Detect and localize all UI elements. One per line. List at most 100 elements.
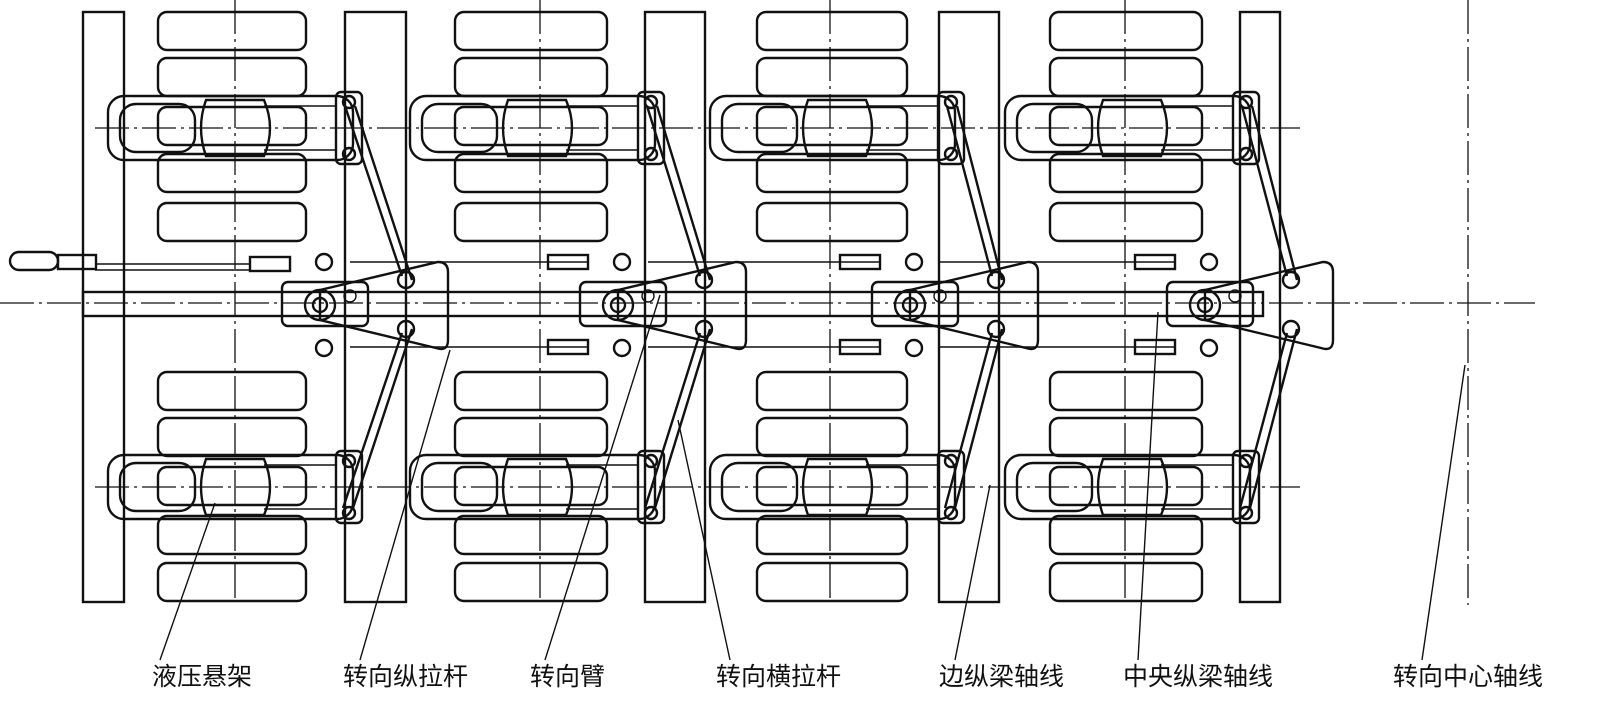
bracket-eye	[612, 338, 632, 358]
tire	[755, 370, 909, 412]
suspension-piston	[1096, 98, 1169, 158]
leader-line	[677, 419, 731, 661]
leader-line	[544, 294, 661, 661]
front-link-eye	[8, 250, 60, 272]
suspension-piston	[199, 98, 272, 158]
steering-arm-mount	[1165, 280, 1255, 328]
steering-arm-pin	[609, 296, 627, 314]
tire	[755, 416, 909, 458]
suspension-cylinder	[720, 102, 799, 154]
tire	[453, 10, 609, 52]
tire	[156, 152, 308, 194]
steering-arm-assembly	[578, 105, 882, 509]
label-steering-drag-link: 转向纵拉杆	[343, 662, 469, 691]
tire	[1048, 201, 1204, 243]
suspension-piston	[199, 457, 272, 517]
suspension-cylinder	[420, 461, 499, 513]
tire	[755, 56, 909, 98]
label-steering-center-axis: 转向中心轴线	[1393, 662, 1544, 691]
suspension-piston	[501, 98, 574, 158]
tire	[156, 416, 308, 458]
tie-rod-joint	[1281, 270, 1301, 290]
bracket-eye	[612, 252, 632, 272]
tire	[755, 152, 909, 194]
pivot-pin	[643, 453, 659, 469]
tire	[755, 201, 909, 243]
bracket-eye	[1199, 338, 1219, 358]
steering-tie-rod-lower	[1238, 332, 1289, 509]
pivot-pin	[643, 505, 659, 521]
bracket-eye	[904, 338, 924, 358]
suspension-cylinder	[420, 102, 499, 154]
tire	[453, 465, 609, 507]
steering-tie-rod-lower	[1248, 328, 1299, 509]
steering-arm-mount	[870, 280, 960, 328]
rod-sleeve	[1133, 253, 1177, 271]
steering-arm-pin	[901, 296, 919, 314]
label-steering-arm: 转向臂	[530, 662, 606, 691]
tire	[156, 56, 308, 98]
steering-tie-rod-upper	[655, 105, 712, 281]
tie-rod-joint	[694, 270, 714, 290]
side-beam	[343, 10, 408, 604]
pivot-pin	[1238, 505, 1254, 521]
tie-rod-joint	[396, 319, 416, 339]
tire	[1048, 465, 1204, 507]
steering-tie-rod-upper	[353, 105, 414, 281]
leader-line	[359, 349, 451, 661]
tire	[1048, 514, 1204, 556]
bracket-eye	[314, 252, 334, 272]
label-hydraulic-suspension: 液压悬架	[152, 662, 253, 691]
steering-arm	[1203, 260, 1335, 351]
leader-line	[954, 484, 991, 661]
tire	[1048, 10, 1204, 52]
tire	[755, 561, 909, 603]
hydraulic-suspension-unit	[106, 449, 364, 525]
suspension-piston	[801, 457, 874, 517]
bracket-eye	[904, 252, 924, 272]
tire	[755, 514, 909, 556]
rod-sleeve	[838, 253, 882, 271]
steering-arm-pin	[311, 296, 329, 314]
front-link-sleeve	[56, 253, 98, 271]
bracket-eye	[314, 338, 334, 358]
pivot-pin	[643, 94, 659, 110]
pivot-pin	[643, 146, 659, 162]
hydraulic-suspension-unit	[708, 90, 966, 166]
pivot-pin	[341, 453, 357, 469]
tire	[1048, 416, 1204, 458]
steering-tie-rod-upper	[1240, 105, 1289, 277]
suspension-cylinder	[1015, 461, 1094, 513]
tire	[156, 370, 308, 412]
tire	[755, 465, 909, 507]
bolt	[343, 289, 357, 303]
tire	[453, 201, 609, 243]
steering-arm-mount	[280, 280, 370, 328]
suspension-body	[1003, 453, 1252, 521]
suspension-body	[1003, 94, 1252, 162]
rod-sleeve	[546, 253, 590, 271]
tie-rod-joint	[396, 270, 416, 290]
steering-tie-rod-lower	[341, 332, 404, 509]
steering-drag-link	[81, 290, 1265, 318]
tire	[453, 416, 609, 458]
side-beam	[937, 10, 1001, 604]
tire	[156, 105, 308, 147]
tie-rod-joint	[986, 319, 1006, 339]
steering-arm-hub	[893, 288, 927, 322]
steering-tie-rod-lower	[943, 332, 994, 509]
steering-arm	[908, 260, 1040, 351]
steering-arm-assembly	[1165, 105, 1335, 509]
pivot-pin	[341, 146, 357, 162]
tire	[1048, 370, 1204, 412]
rod-sleeve	[838, 338, 882, 356]
steering-tie-rod-upper	[343, 105, 404, 277]
bolt	[641, 289, 655, 303]
steering-tie-rod-lower	[643, 332, 702, 509]
tire	[453, 370, 609, 412]
leader-line	[159, 502, 216, 661]
tire	[156, 465, 308, 507]
suspension-cylinder	[1015, 102, 1094, 154]
tire	[453, 105, 609, 147]
